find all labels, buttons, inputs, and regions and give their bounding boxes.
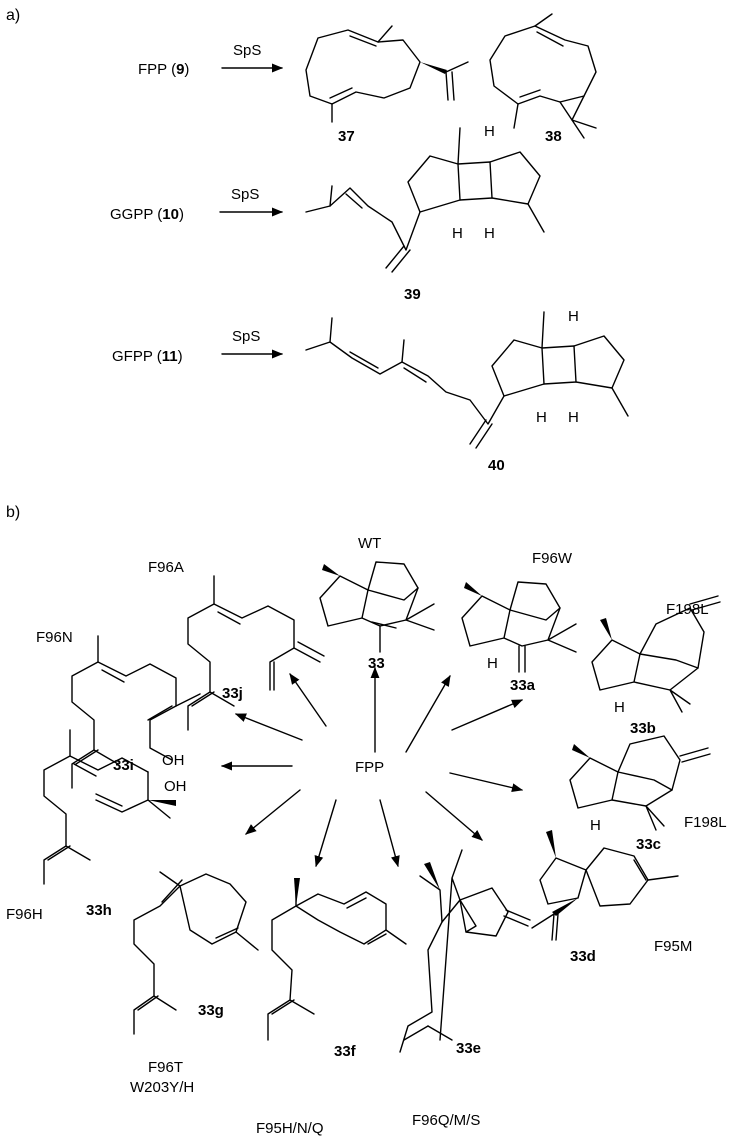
compound-number: 33j — [222, 685, 243, 702]
enzyme-label: SpS — [233, 42, 261, 59]
compound-number: 33g — [198, 1002, 224, 1019]
compound-number: 33f — [334, 1043, 357, 1060]
structure-40 — [305, 311, 629, 449]
compound-number: 39 — [404, 286, 421, 303]
hydrogen-label: H — [484, 225, 495, 242]
enzyme-label: SpS — [231, 186, 259, 203]
part-a-label: a) — [6, 7, 20, 24]
hydroxyl-label: OH — [162, 752, 185, 769]
structure-33b — [591, 595, 721, 713]
structure-33g — [133, 871, 259, 1035]
compound-number: 38 — [545, 128, 562, 145]
compound-number: 33c — [636, 836, 661, 853]
substrate-gfpp: GFPP (11) — [112, 348, 183, 365]
structure-33a — [461, 581, 577, 673]
hydrogen-label: H — [590, 817, 601, 834]
variant-label: F198L — [684, 814, 727, 831]
structure-38 — [489, 13, 597, 139]
structure-33 — [319, 561, 435, 653]
compound-number: 33e — [456, 1040, 481, 1057]
structure-33c — [569, 735, 711, 831]
substrate-ggpp: GGPP (10) — [110, 206, 184, 223]
compound-number: 40 — [488, 457, 505, 474]
radial-arrows — [220, 666, 524, 868]
part-b-label: b) — [6, 504, 20, 521]
variant-label: W203Y/H — [130, 1079, 194, 1096]
substrate-fpp: FPP (9) — [138, 61, 189, 78]
enzyme-label: SpS — [232, 328, 260, 345]
variant-label: F96H — [6, 906, 43, 923]
structure-39 — [305, 127, 545, 273]
compound-number: 33h — [86, 902, 112, 919]
hydrogen-label: H — [487, 655, 498, 672]
variant-label: F96Q/M/S — [412, 1112, 480, 1129]
hydrogen-label: H — [484, 123, 495, 140]
compound-number: 37 — [338, 128, 355, 145]
structure-33i — [71, 635, 201, 789]
compound-number: 33d — [570, 948, 596, 965]
hydrogen-label: H — [614, 699, 625, 716]
hydrogen-label: H — [536, 409, 547, 426]
compound-number: 33i — [113, 757, 134, 774]
variant-label: WT — [358, 535, 381, 552]
variant-label: F96T — [148, 1059, 183, 1076]
variant-label: F96N — [36, 629, 73, 646]
center-substrate-fpp: FPP — [355, 759, 384, 776]
compound-number: 33b — [630, 720, 656, 737]
structure-33h — [43, 729, 176, 885]
hydroxyl-label: OH — [164, 778, 187, 795]
structure-33j — [187, 575, 325, 731]
hydrogen-label: H — [568, 409, 579, 426]
hydrogen-label: H — [452, 225, 463, 242]
hydrogen-label: H — [568, 308, 579, 325]
compound-number: 33 — [368, 655, 385, 672]
structure-33d — [531, 830, 679, 941]
structure-33e — [399, 849, 531, 1053]
variant-label: F95H/N/Q — [256, 1120, 324, 1137]
variant-label: F96W — [532, 550, 573, 567]
structure-37 — [305, 25, 469, 123]
variant-label: F96A — [148, 559, 184, 576]
compound-number: 33a — [510, 677, 536, 694]
structure-33f — [267, 878, 407, 1041]
variant-label: F95M — [654, 938, 692, 955]
